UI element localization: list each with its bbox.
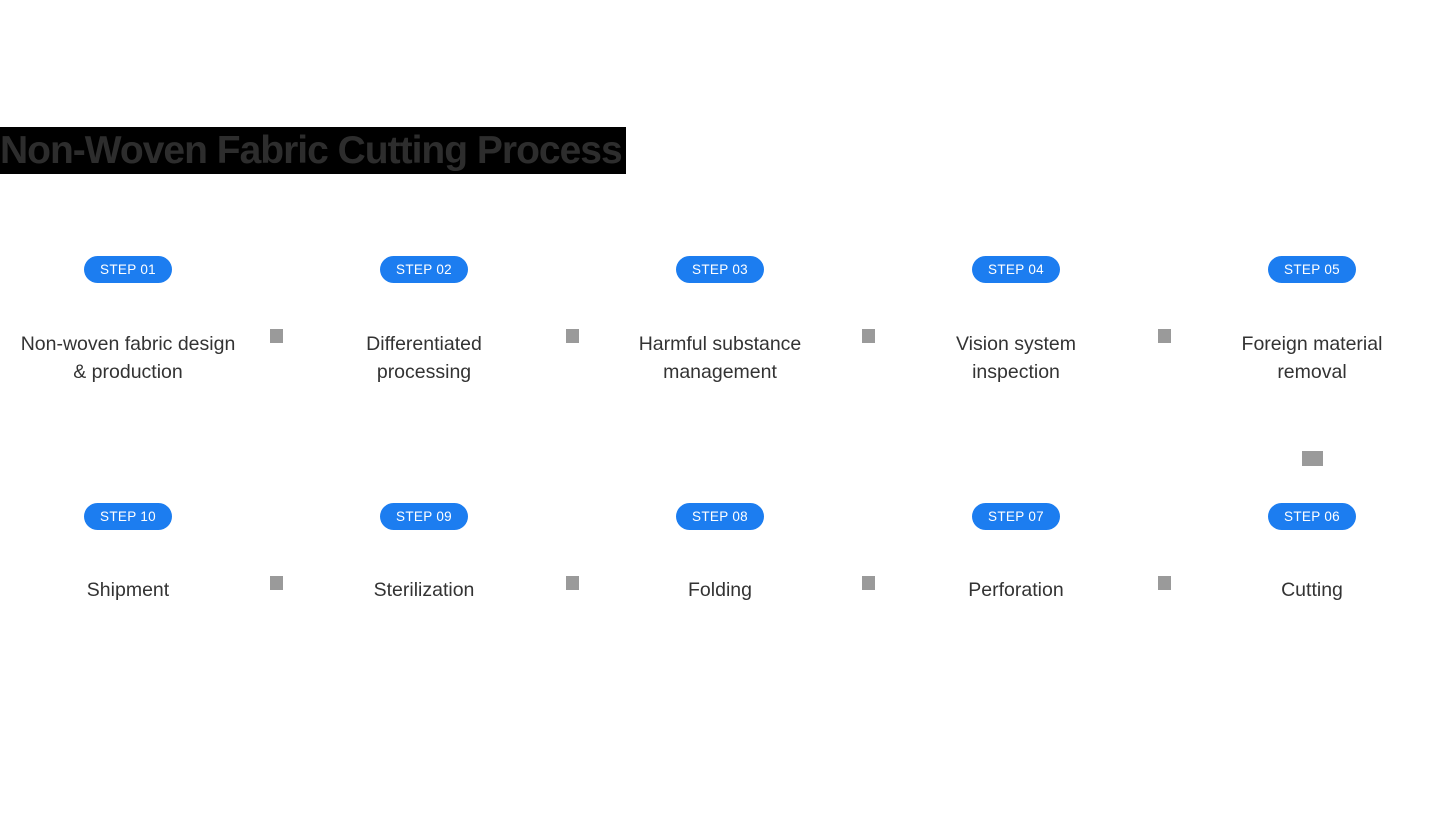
step-badge-02: STEP 02 (380, 256, 468, 283)
step-cell-10: STEP 10 Shipment (0, 503, 276, 604)
page-title: Non-Woven Fabric Cutting Process (0, 129, 623, 172)
step-label-09: Sterilization (373, 579, 475, 601)
step-label-07: Perforation (968, 579, 1064, 601)
step-badge-10: STEP 10 (84, 503, 172, 530)
step-label-08: Folding (688, 579, 752, 601)
step-cell-09: STEP 09 Sterilization (276, 503, 572, 604)
step-arrow-icon (566, 576, 579, 590)
step-label-02: Differentiated processing (366, 333, 482, 383)
step-label-06: Cutting (1281, 579, 1343, 601)
step-cell-05: STEP 05 Foreign material removal (1164, 256, 1440, 386)
step-arrow-icon (1158, 329, 1171, 343)
step-label-05: Foreign material removal (1241, 333, 1383, 383)
step-arrow-icon (1158, 576, 1171, 590)
step-cell-01: STEP 01 Non-woven fabric design & produc… (0, 256, 276, 386)
step-cell-02: STEP 02 Differentiated processing (276, 256, 572, 386)
step-arrow-icon (862, 329, 875, 343)
step-label-03: Harmful substance management (638, 333, 802, 383)
step-arrow-icon (862, 576, 875, 590)
title-highlight-bar: Non-Woven Fabric Cutting Process (0, 127, 626, 174)
step-arrow-icon (270, 576, 283, 590)
step-badge-04: STEP 04 (972, 256, 1060, 283)
step-label-01: Non-woven fabric design & production (20, 333, 236, 383)
step-cell-08: STEP 08 Folding (572, 503, 868, 604)
step-badge-03: STEP 03 (676, 256, 764, 283)
step-cell-07: STEP 07 Perforation (868, 503, 1164, 604)
step-badge-09: STEP 09 (380, 503, 468, 530)
step-badge-07: STEP 07 (972, 503, 1060, 530)
step-cell-06: STEP 06 Cutting (1164, 503, 1440, 604)
step-cell-04: STEP 04 Vision system inspection (868, 256, 1164, 386)
step-label-10: Shipment (86, 579, 170, 601)
step-badge-01: STEP 01 (84, 256, 172, 283)
step-label-04: Vision system inspection (956, 333, 1076, 383)
step-arrow-icon (270, 329, 283, 343)
step-badge-08: STEP 08 (676, 503, 764, 530)
step-arrow-icon (566, 329, 579, 343)
step-cell-03: STEP 03 Harmful substance management (572, 256, 868, 386)
step-down-arrow-icon (1302, 451, 1323, 466)
step-badge-06: STEP 06 (1268, 503, 1356, 530)
step-badge-05: STEP 05 (1268, 256, 1356, 283)
